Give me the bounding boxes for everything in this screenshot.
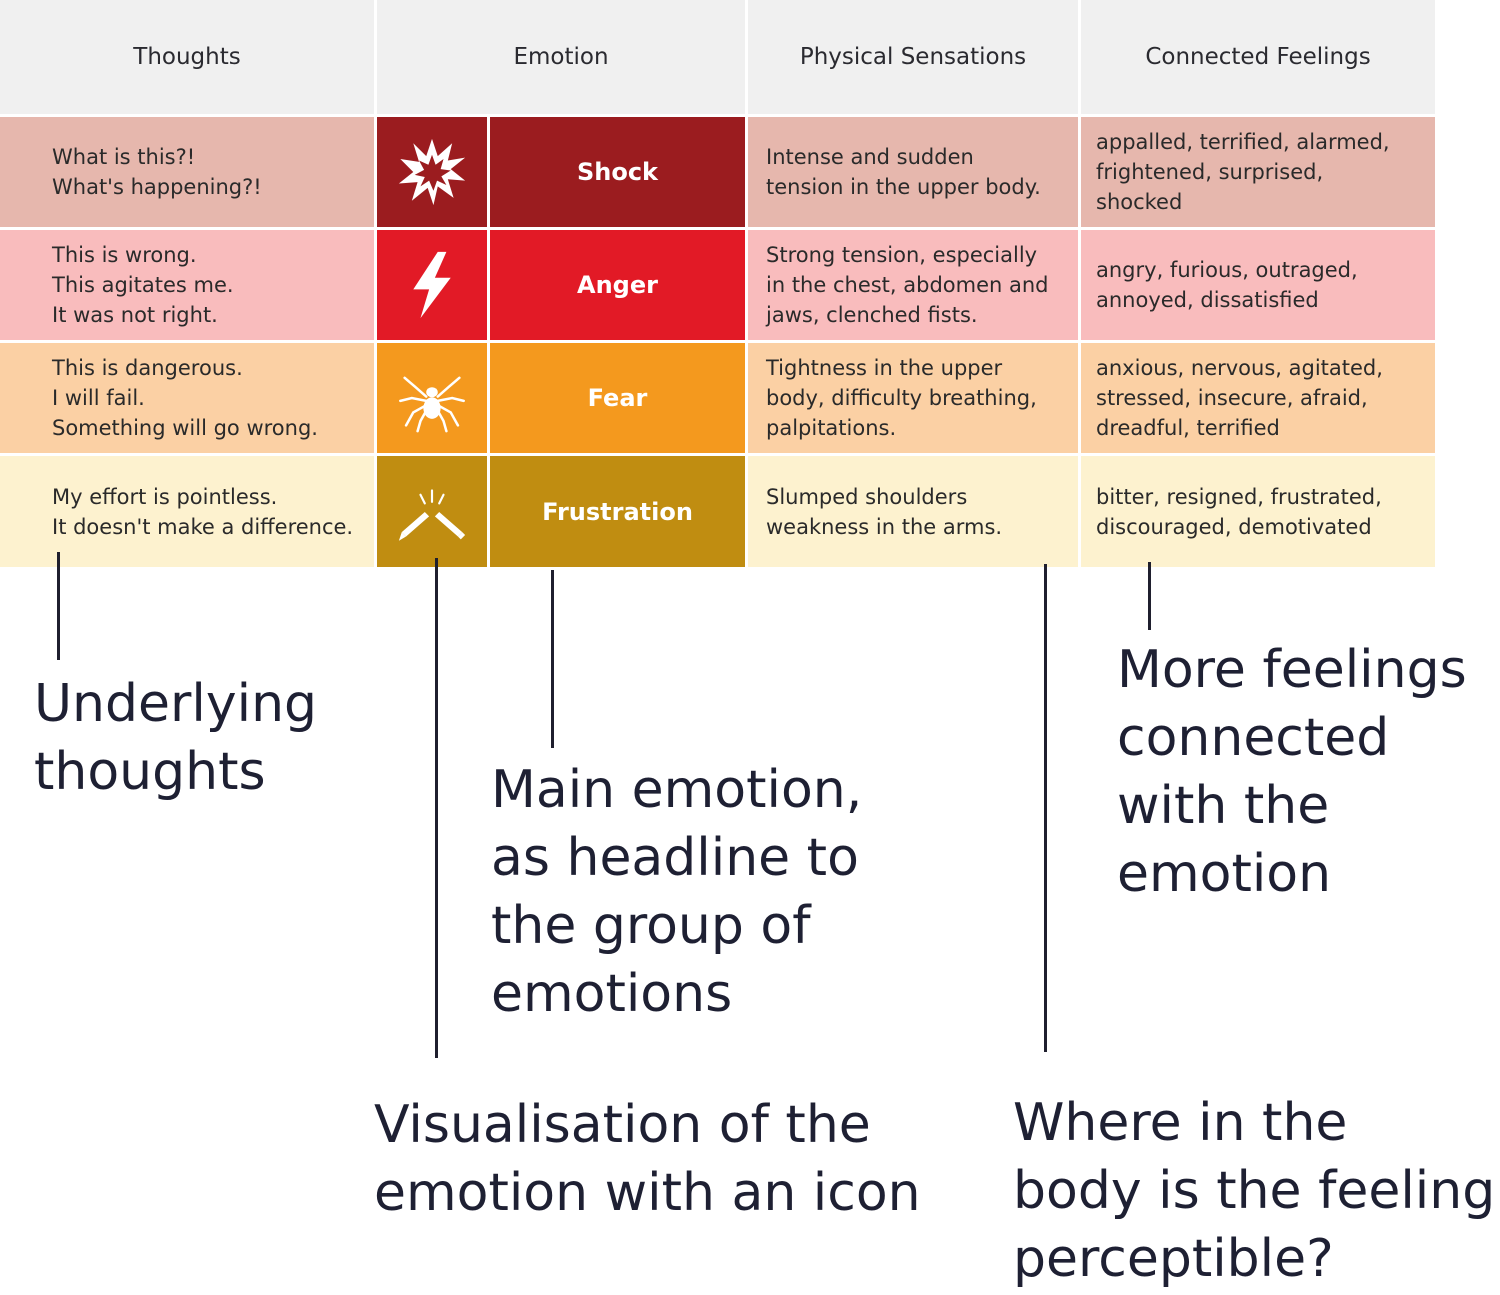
annotation-body-location: Where in the body is the feeling percept…	[1013, 1093, 1496, 1289]
row-emotion: Shock	[490, 117, 745, 227]
broken-pencil-icon	[398, 488, 466, 541]
annotation-more-feelings: More feelings connected with the emotion	[1117, 640, 1467, 904]
row-feelings: appalled, terrified, alarmed, frightened…	[1081, 117, 1435, 227]
row-icon-cell	[377, 230, 487, 340]
row-icon-cell	[377, 117, 487, 227]
row-emotion: Anger	[490, 230, 745, 340]
row-icon-cell	[377, 343, 487, 453]
row-emotion: Frustration	[490, 456, 745, 567]
row-feelings: angry, furious, outraged, annoyed, dissa…	[1081, 230, 1435, 340]
emotion-table: Thoughts Emotion Physical Sensations Con…	[0, 0, 1435, 570]
annotation-main-emotion: Main emotion, as headline to the group o…	[491, 760, 863, 1024]
header-physical-sensations: Physical Sensations	[748, 0, 1078, 114]
row-sensations: Strong tension, especially in the chest,…	[748, 230, 1078, 340]
row-feelings: bitter, resigned, frustrated, discourage…	[1081, 456, 1435, 567]
header-thoughts: Thoughts	[0, 0, 374, 114]
explosion-icon	[398, 138, 466, 206]
row-thoughts: What is this?! What's happening?!	[0, 117, 374, 227]
row-emotion: Fear	[490, 343, 745, 453]
spider-icon	[399, 376, 465, 433]
connector-thoughts	[57, 552, 60, 660]
connector-icon	[435, 558, 438, 1058]
annotation-icon-visualisation: Visualisation of the emotion with an ico…	[374, 1095, 921, 1223]
row-thoughts: This is dangerous. I will fail. Somethin…	[0, 343, 374, 453]
lightning-bolt-icon	[413, 251, 451, 319]
annotation-underlying-thoughts: Underlying thoughts	[34, 674, 318, 802]
connector-body	[1044, 564, 1047, 1052]
row-icon-cell	[377, 456, 487, 567]
row-thoughts: My effort is pointless. It doesn't make …	[0, 456, 374, 567]
header-connected-feelings: Connected Feelings	[1081, 0, 1435, 114]
row-thoughts: This is wrong. This agitates me. It was …	[0, 230, 374, 340]
header-emotion: Emotion	[377, 0, 745, 114]
connector-feelings	[1148, 562, 1151, 630]
row-feelings: anxious, nervous, agitated, stressed, in…	[1081, 343, 1435, 453]
row-sensations: Intense and sudden tension in the upper …	[748, 117, 1078, 227]
row-sensations: Tightness in the upper body, difficulty …	[748, 343, 1078, 453]
connector-main-emotion	[551, 570, 554, 748]
row-sensations: Slumped shoulders weakness in the arms.	[748, 456, 1078, 567]
